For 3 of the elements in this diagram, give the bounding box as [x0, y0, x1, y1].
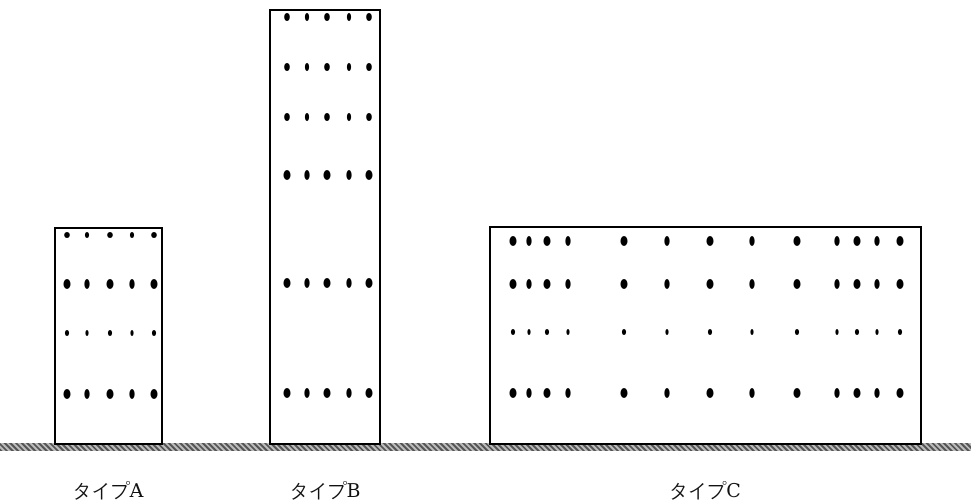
- building-label: タイプB: [290, 479, 360, 502]
- building-label: タイプA: [72, 479, 144, 502]
- building-label: タイプC: [669, 479, 741, 502]
